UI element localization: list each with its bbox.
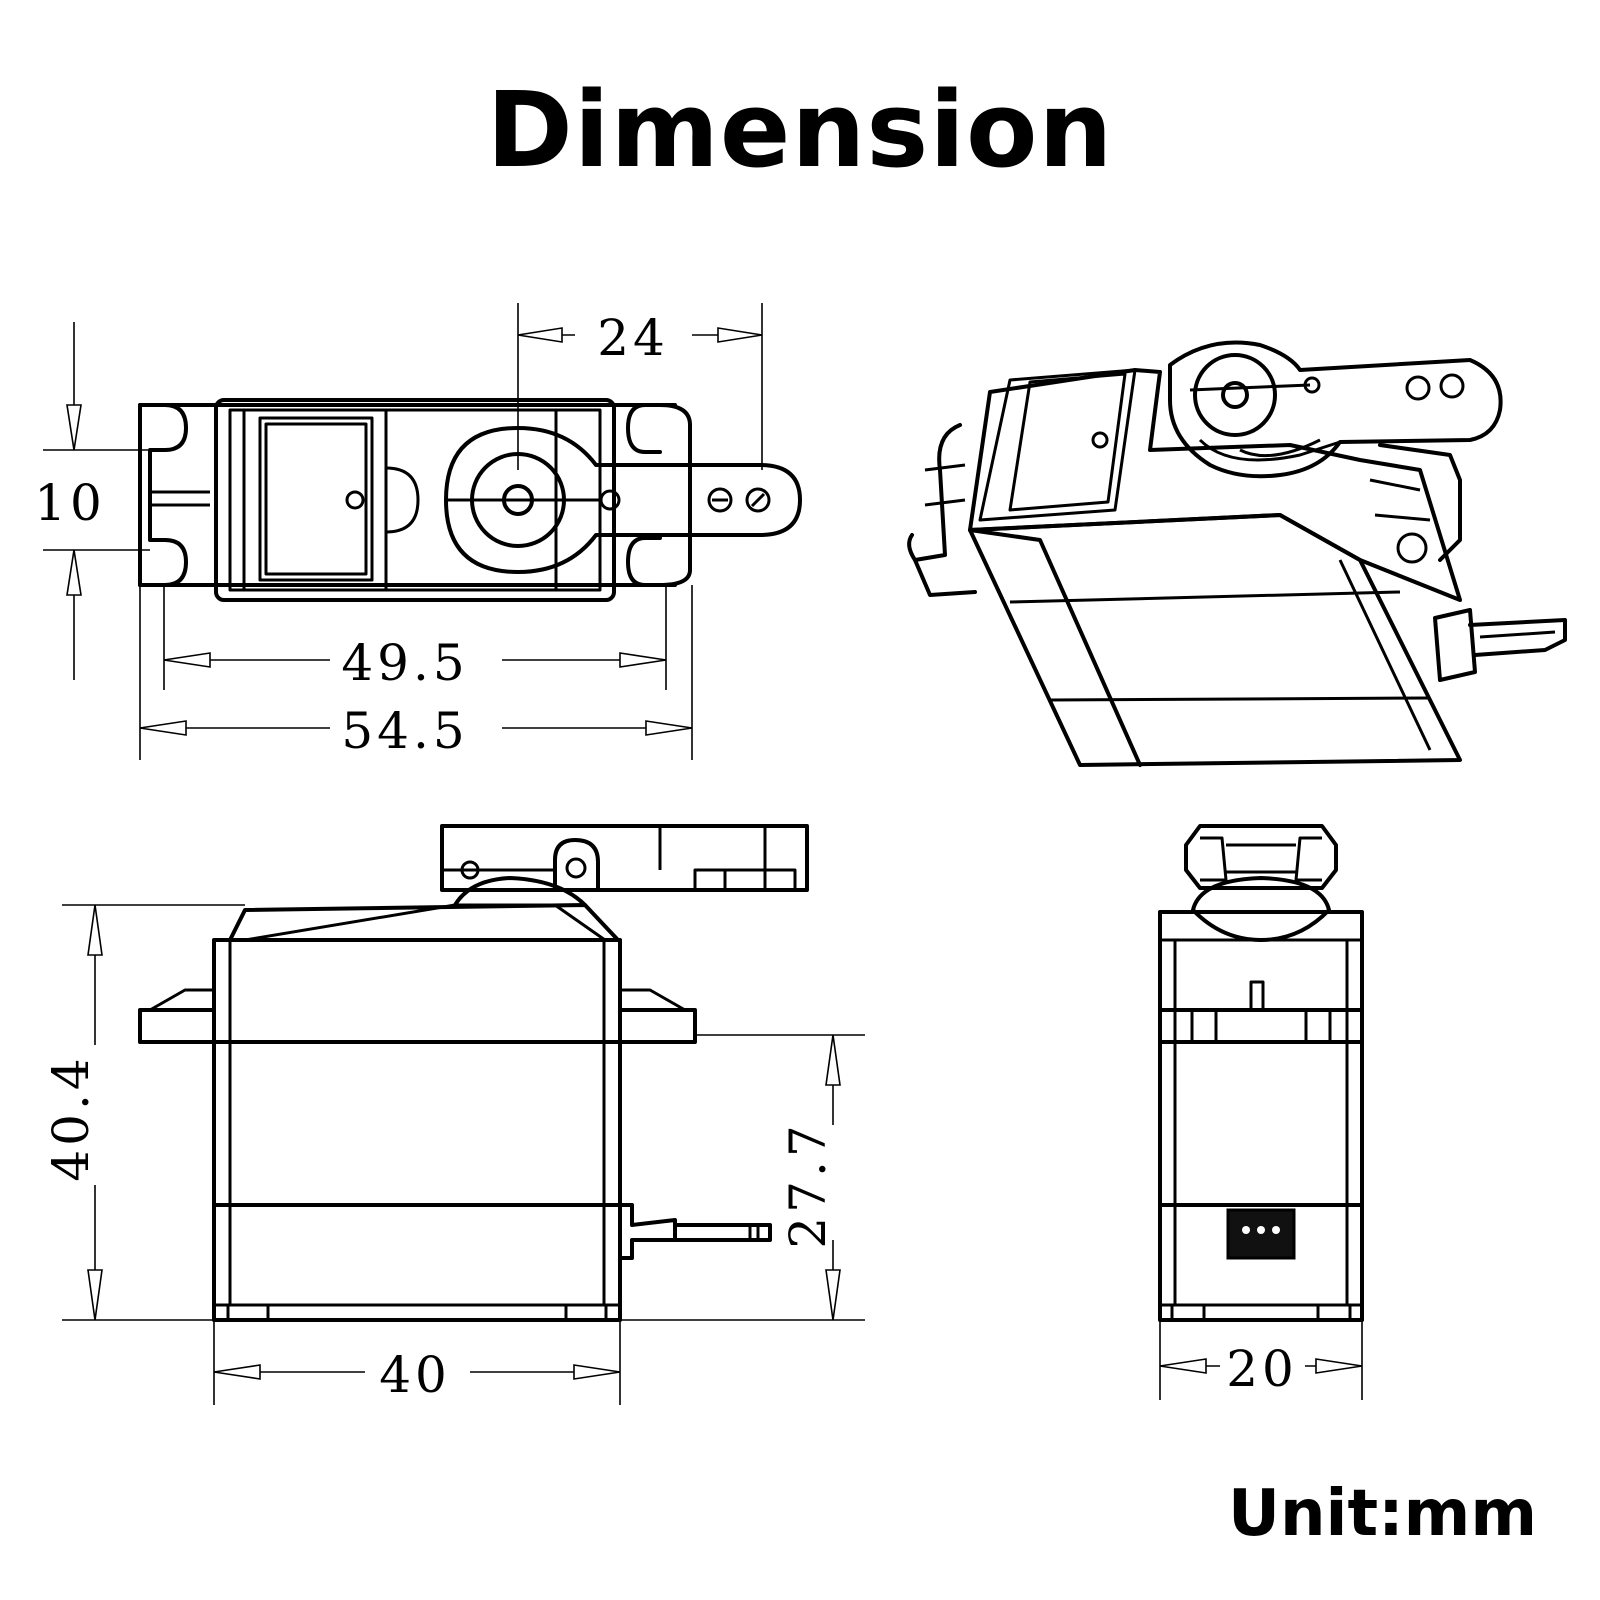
side-view-horn: [440, 824, 809, 892]
dim-body-length: 40: [213, 1320, 621, 1405]
dim-mount-hole-span-label: 49.5: [341, 634, 468, 692]
dim-ear-spacing: 10: [34, 322, 150, 680]
dim-width-label: 20: [1226, 1340, 1298, 1398]
end-view-flange: [1158, 1008, 1364, 1044]
side-view-flange: [138, 1008, 697, 1044]
dim-flange-height-label: 27.7: [779, 1121, 837, 1248]
end-view-body: [1158, 910, 1364, 1322]
top-view-servo-horn: [444, 426, 802, 574]
end-view-horn: [1184, 824, 1338, 890]
side-view-body: [212, 938, 622, 1322]
dim-overall-length-label: 54.5: [341, 702, 468, 760]
dim-ear-spacing-label: 10: [34, 474, 106, 532]
side-view-cable: [618, 1203, 772, 1260]
dim-height: 40.4: [42, 904, 245, 1321]
top-view-mount-plate: [138, 403, 188, 587]
top-view-body: [214, 398, 616, 602]
iso-servo-horn: [1168, 340, 1503, 479]
isometric-view: [907, 340, 1567, 767]
dim-body-length-label: 40: [379, 1346, 451, 1404]
top-view: 24 10 49.5: [34, 303, 802, 760]
dim-mount-hole-span: 49.5: [163, 585, 667, 692]
dim-width: 20: [1159, 1320, 1363, 1400]
side-horn-arm: [440, 824, 809, 892]
unit-label: Unit:mm: [1228, 1477, 1538, 1551]
top-view-label-plate: [258, 416, 374, 582]
dim-horn-span-label: 24: [597, 309, 669, 367]
end-view-connector: [1226, 1208, 1296, 1260]
end-view: 20: [1158, 824, 1364, 1400]
dim-horn-span: 24: [517, 303, 763, 470]
iso-cable: [1433, 608, 1567, 682]
dim-height-label: 40.4: [42, 1054, 100, 1181]
page-title: Dimension: [486, 69, 1114, 191]
side-view: 40.4 27.7 40: [42, 824, 865, 1405]
dim-flange-height: 27.7: [620, 1034, 865, 1321]
dim-overall-length: 54.5: [139, 585, 693, 760]
